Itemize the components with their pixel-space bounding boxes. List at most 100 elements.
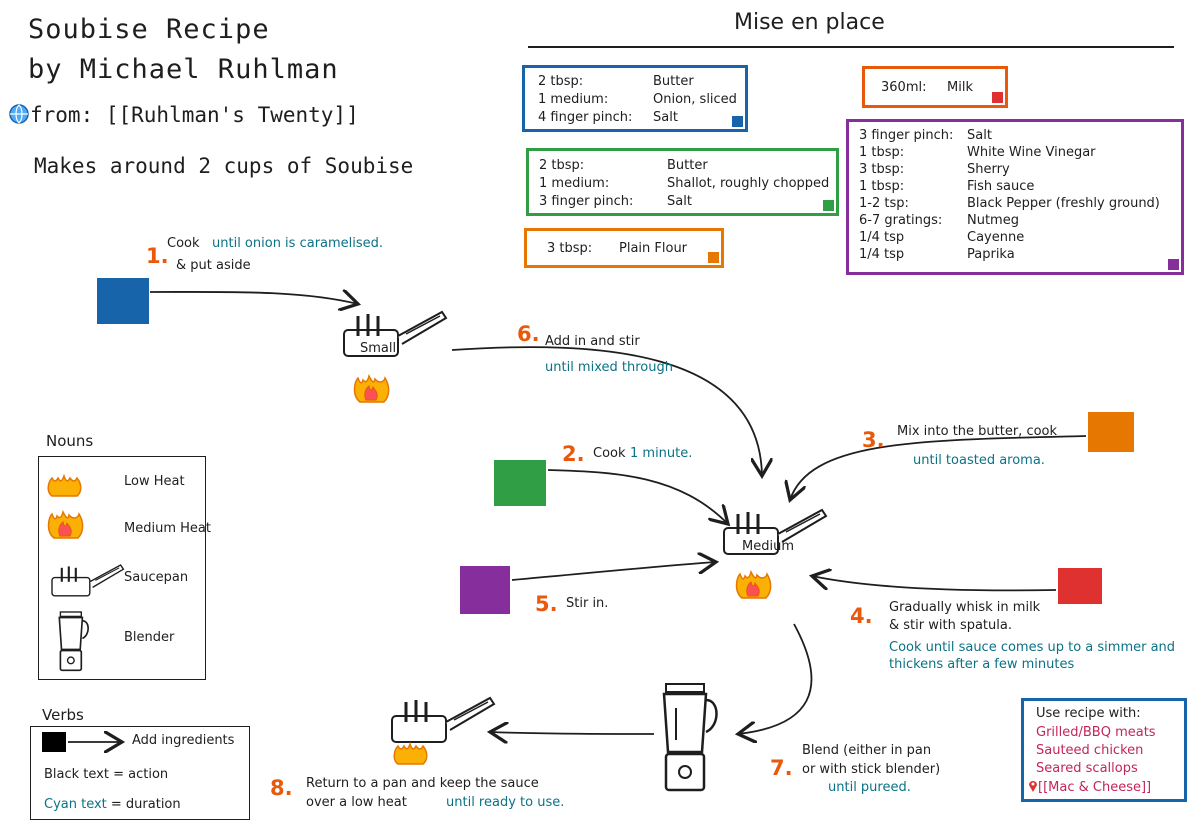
step-4-action: Gradually whisk in milk [889,600,1041,615]
color-swatch [823,200,834,211]
ingredient-qty: 2 tbsp: [538,74,584,89]
step-5-action: Stir in. [566,596,609,611]
blender-icon [58,611,89,672]
ingredient-item: Sherry [967,162,1010,177]
ingredient-qty: 3 finger pinch: [859,128,954,143]
step-8-number: 8. [270,776,293,800]
verb-square [42,732,66,752]
color-swatch [732,116,743,127]
ingredient-item: Milk [947,80,973,95]
use-recipe-with-box: Use recipe with: Grilled/BBQ meats Saute… [1021,698,1187,802]
flame-icon [353,375,390,403]
pin-icon [1029,781,1037,792]
pan-label-medium: Medium [742,539,794,554]
step-6-number: 6. [517,322,540,346]
title-line-1: Soubise Recipe [28,14,270,45]
source-link[interactable]: from: [[Ruhlman's Twenty]] [8,103,359,127]
arrow-step-2 [547,469,728,524]
legend-blender: Blender [124,630,175,645]
step-4-duration-2: thickens after a few minutes [889,657,1075,672]
ingredient-qty: 1/4 tsp [859,230,905,245]
arrow-step-7 [738,623,813,734]
nouns-legend [38,456,206,680]
step-3-number: 3. [862,428,885,452]
legend-saucepan: Saucepan [124,570,189,585]
ingredient-qty: 3 tbsp: [859,162,905,177]
ingredient-qty: 3 finger pinch: [539,194,634,209]
step-7-action: Blend (either in pan [802,743,932,758]
ingredient-qty: 2 tbsp: [539,158,585,173]
legend-add-ingredients: Add ingredients [132,733,235,748]
ingredient-qty: 1 medium: [539,176,610,191]
ingredient-item: Butter [667,158,708,173]
step-2-number: 2. [562,442,585,466]
ingredient-item: Salt [667,194,692,209]
mac-cheese-label: [[Mac & Cheese]] [1038,780,1152,795]
step-1-number: 1. [146,244,169,268]
color-swatch [708,252,719,263]
step-4-action-2: & stir with spatula. [889,618,1012,633]
arrow-step-8 [490,732,655,734]
legend-black-text: Black text = action [44,767,169,782]
ingredient-item: Nutmeg [967,213,1019,228]
ingredient-qty: 1-2 tsp: [859,196,909,211]
step-6-duration: until mixed through [545,360,673,375]
ingredient-qty: 1 tbsp: [859,179,905,194]
mac-cheese-link[interactable]: [[Mac & Cheese]] [1028,779,1151,795]
arrow-step-3 [790,435,1087,500]
verbs-legend [30,726,250,820]
ingredient-box-orange: 3 tbsp: Plain Flour [524,228,724,268]
arrow-step-1 [149,292,358,304]
ingredient-qty: 1 tbsp: [859,145,905,160]
blue-ingredient-square [97,278,149,324]
ingredient-item: Onion, sliced [653,92,737,107]
color-swatch [1168,259,1179,270]
cyan-rest: = duration [106,797,181,812]
use-with-item: Seared scallops [1036,761,1138,776]
step-1-action-2: & put aside [176,258,251,273]
ingredient-qty: 1/4 tsp [859,247,905,262]
flame-icon [735,571,772,599]
green-ingredient-square [494,460,546,506]
color-swatch [992,92,1003,103]
step-6-action: Add in and stir [545,334,640,349]
yield-text: Makes around 2 cups of Soubise [34,154,414,178]
step-3-action: Mix into the butter, cook [897,424,1058,439]
ingredient-item: White Wine Vinegar [967,145,1096,160]
step-7-number: 7. [770,756,793,780]
use-with-item: Grilled/BBQ meats [1036,725,1156,740]
legend-cyan-text: Cyan text = duration [44,797,181,812]
ingredient-item: Butter [653,74,694,89]
step-2-action: Cook [593,446,626,461]
verbs-title: Verbs [42,706,84,724]
ingredient-item: Fish sauce [967,179,1035,194]
ingredient-item: Paprika [967,247,1015,262]
arrow-step-5 [511,562,716,581]
use-with-title: Use recipe with: [1036,706,1141,721]
ingredient-item: Shallot, roughly chopped [667,176,830,191]
saucepan-icon [390,696,496,744]
purple-ingredient-square [460,566,510,614]
step-5-number: 5. [535,592,558,616]
step-2-duration: 1 minute. [630,446,693,461]
arrow-step-4 [812,576,1057,592]
legend-medium-heat: Medium Heat [124,521,211,536]
ingredient-qty: 360ml: [881,80,927,95]
arrow-step-6 [451,346,762,476]
step-8-action: Return to a pan and keep the sauce [306,776,539,791]
step-3-duration: until toasted aroma. [913,453,1045,468]
ingredient-qty: 4 finger pinch: [538,110,633,125]
blender-icon [662,683,718,792]
legend-low-heat: Low Heat [124,474,185,489]
ingredient-qty: 6-7 gratings: [859,213,943,228]
step-1-action: Cook [167,236,200,251]
step-8-action-2: over a low heat [306,795,407,810]
ingredient-box-purple: 3 finger pinch: Salt 1 tbsp: White Wine … [846,119,1184,275]
step-8-duration: until ready to use. [446,795,565,810]
mise-divider [528,46,1174,48]
mise-title: Mise en place [734,10,885,35]
ingredient-qty: 3 tbsp: [547,241,593,256]
step-7-action-2: or with stick blender) [802,762,941,777]
ingredient-box-green: 2 tbsp: Butter 1 medium: Shallot, roughl… [526,148,839,216]
